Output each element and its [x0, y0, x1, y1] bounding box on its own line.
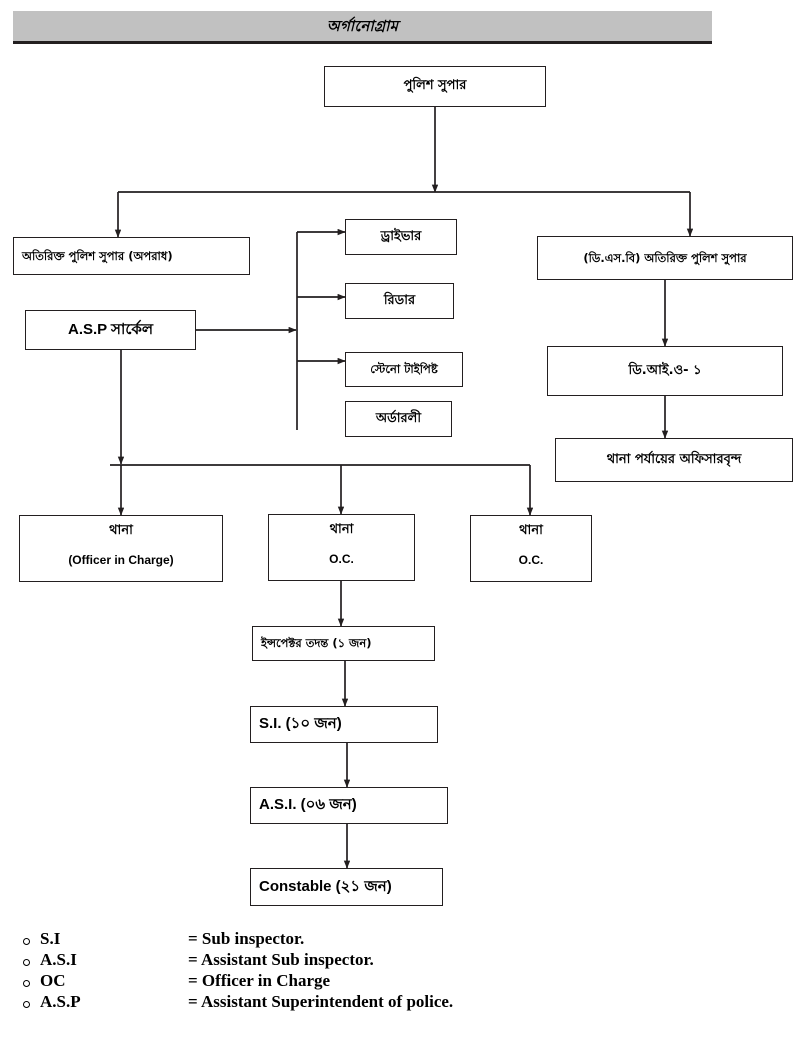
legend: S.I = Sub inspector. A.S.I = Assistant S…	[14, 929, 614, 1013]
node-label: ডি.আই.ও- ১	[628, 362, 702, 378]
legend-item: S.I = Sub inspector.	[14, 929, 614, 950]
node-label: থানা	[329, 522, 354, 537]
node-label: (ডি.এস.বি) অতিরিক্ত পুলিশ সুপার	[583, 250, 747, 265]
node-si[interactable]: S.I. (১০ জন)	[250, 706, 438, 743]
node-label: ড্রাইভার	[380, 228, 422, 244]
legend-definition: = Assistant Sub inspector.	[188, 950, 374, 969]
bullet-circle-icon	[14, 954, 40, 967]
node-label: A.S.P সার্কেল	[67, 320, 154, 338]
legend-definition: = Assistant Superintendent of police.	[188, 992, 454, 1011]
node-label: S.I. (১০ জন)	[259, 715, 342, 733]
node-reader[interactable]: রিডার	[345, 283, 454, 319]
node-label: অর্ডারলী	[375, 410, 422, 426]
node-label: থানা	[109, 523, 133, 538]
node-steno-typist[interactable]: স্টেনো টাইপিষ্ট	[345, 352, 463, 387]
node-label: ইন্সপেক্টর তদন্ত (১ জন)	[261, 636, 372, 651]
legend-abbreviation: A.S.P	[40, 992, 81, 1011]
node-label: A.S.I. (০৬ জন)	[259, 796, 357, 814]
node-label: থানা	[519, 523, 543, 538]
legend-definition: = Officer in Charge	[188, 971, 331, 990]
node-sublabel: O.C.	[329, 552, 354, 567]
node-label: অতিরিক্ত পুলিশ সুপার (অপরাধ)	[22, 248, 173, 263]
node-label: Constable (২১ জন)	[259, 877, 392, 895]
bullet-circle-icon	[14, 933, 40, 946]
node-dio-1[interactable]: ডি.আই.ও- ১	[547, 346, 783, 396]
node-constable[interactable]: Constable (২১ জন)	[250, 868, 443, 906]
node-sublabel: O.C.	[518, 553, 544, 568]
page-title: অর্গানোগ্রাম	[326, 16, 399, 35]
legend-item: A.S.P = Assistant Superintendent of poli…	[14, 992, 614, 1013]
node-driver[interactable]: ড্রাইভার	[345, 219, 457, 255]
node-additional-sp-dsb[interactable]: (ডি.এস.বি) অতিরিক্ত পুলিশ সুপার	[537, 236, 793, 280]
node-label: রিডার	[383, 292, 416, 308]
legend-item: A.S.I = Assistant Sub inspector.	[14, 950, 614, 971]
node-sublabel: (Officer in Charge)	[68, 553, 174, 568]
node-label: থানা পর্যায়ের অফিসারবৃন্দ	[606, 451, 742, 467]
node-thana-level-officers[interactable]: থানা পর্যায়ের অফিসারবৃন্দ	[555, 438, 793, 482]
node-thana-1[interactable]: থানা (Officer in Charge)	[19, 515, 223, 582]
legend-abbreviation: A.S.I	[40, 950, 77, 969]
node-asi[interactable]: A.S.I. (০৬ জন)	[250, 787, 448, 824]
node-asp-circle[interactable]: A.S.P সার্কেল	[25, 310, 196, 350]
legend-item: OC = Officer in Charge	[14, 971, 614, 992]
node-additional-sp-crime[interactable]: অতিরিক্ত পুলিশ সুপার (অপরাধ)	[13, 237, 250, 275]
legend-definition: = Sub inspector.	[188, 929, 305, 948]
node-inspector-investigation[interactable]: ইন্সপেক্টর তদন্ত (১ জন)	[252, 626, 435, 661]
node-thana-3[interactable]: থানা O.C.	[470, 515, 592, 582]
bullet-circle-icon	[14, 996, 40, 1009]
node-police-super[interactable]: পুলিশ সুপার	[324, 66, 546, 107]
node-thana-2[interactable]: থানা O.C.	[268, 514, 415, 581]
legend-abbreviation: S.I	[40, 929, 61, 948]
node-label: পুলিশ সুপার	[403, 78, 467, 94]
node-orderly[interactable]: অর্ডারলী	[345, 401, 452, 437]
bullet-circle-icon	[14, 975, 40, 988]
legend-abbreviation: OC	[40, 971, 66, 990]
page-title-banner: অর্গানোগ্রাম	[13, 11, 712, 44]
node-label: স্টেনো টাইপিষ্ট	[370, 362, 438, 377]
